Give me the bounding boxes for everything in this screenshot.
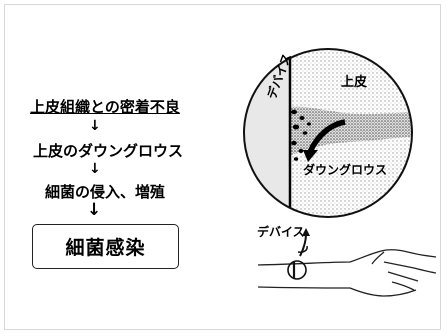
- down-arrow-icon: ↓: [89, 118, 101, 134]
- flow-result-box: 細菌感染: [32, 224, 179, 269]
- device-site-circle: [287, 260, 307, 280]
- flow-step-adhesion-failure: 上皮組織との密着不良: [30, 98, 180, 116]
- device-label: デバイス: [257, 224, 305, 239]
- down-arrow-icon: ↓: [89, 161, 101, 177]
- epithelium-label: 上皮: [341, 74, 367, 90]
- magnifier-circle: [243, 48, 413, 218]
- flow-step-epithelial-downgrowth: 上皮のダウングロウス: [33, 142, 184, 160]
- magnified-view: [244, 49, 412, 217]
- downgrowth-label: ダウングロウス: [303, 162, 387, 177]
- forearm-illustration: [257, 249, 437, 297]
- bacteria-dots: [291, 109, 311, 161]
- downgrowth-arrow-icon: [307, 119, 346, 154]
- flow-step-bacterial-invasion: 細菌の侵入、増殖: [45, 183, 166, 201]
- down-arrow-icon: ↓: [87, 200, 102, 220]
